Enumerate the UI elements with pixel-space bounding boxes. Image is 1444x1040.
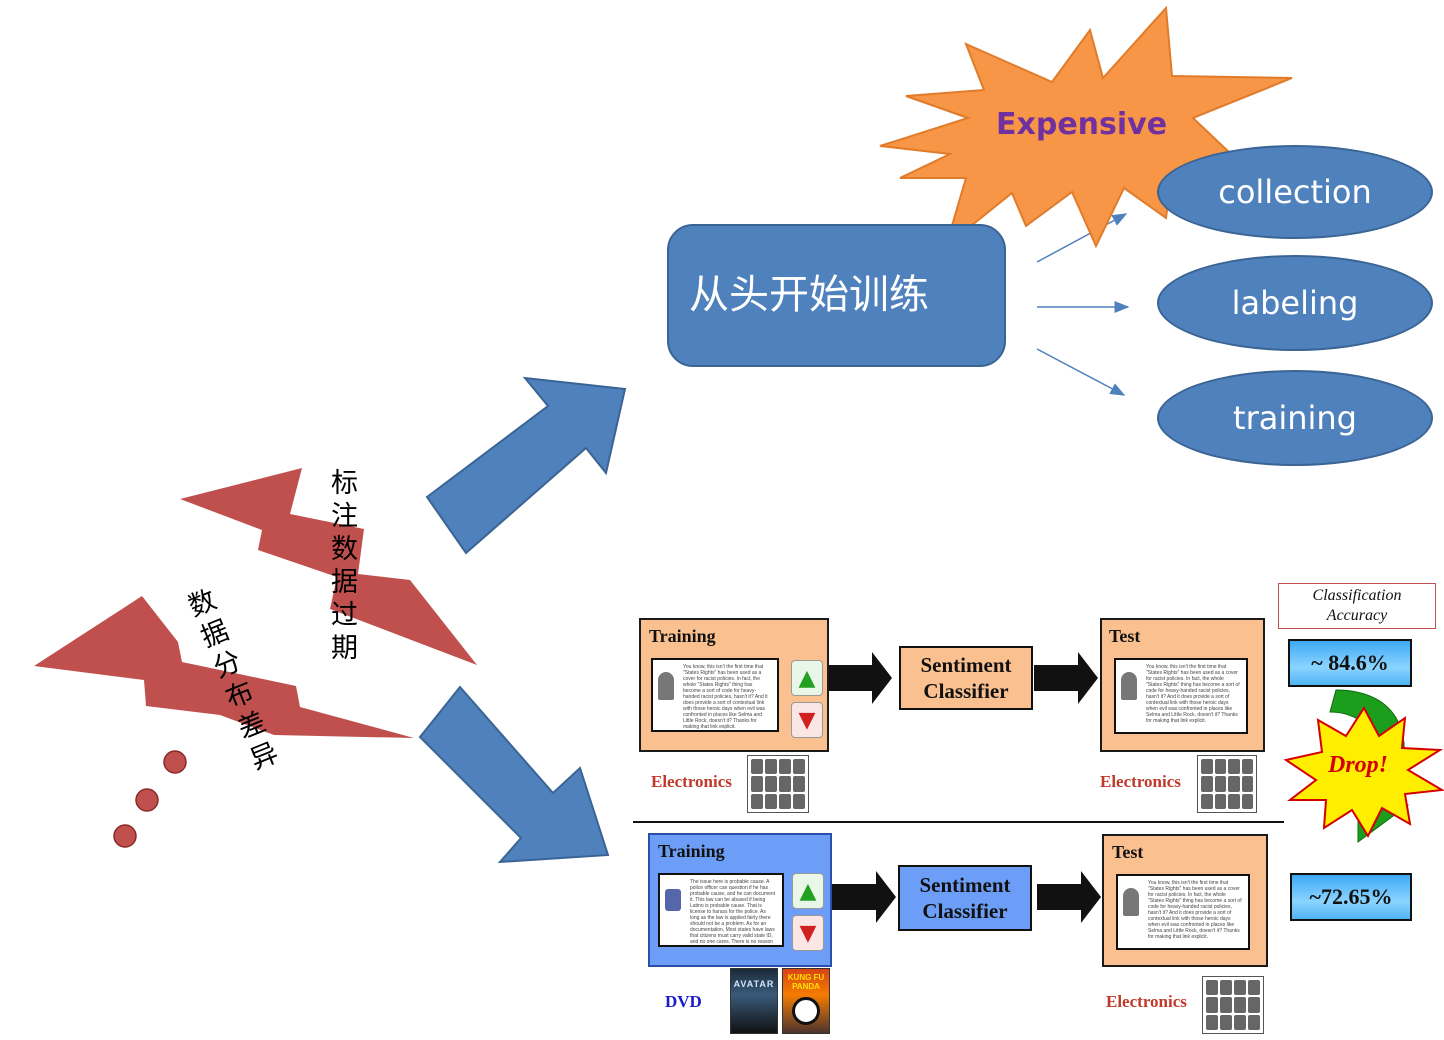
electronics-products-image [1202, 976, 1264, 1034]
thumbs-up-icon: ▲ [791, 660, 823, 696]
row1-test-panel: Test You know, this isn't the first time… [1100, 618, 1265, 752]
row1-test-title: Test [1109, 626, 1141, 646]
flow-arrow [1037, 871, 1101, 923]
link-arrow-training [1036, 348, 1126, 396]
ellipsis-dot [163, 750, 187, 774]
row1-accuracy: ~ 84.6% [1288, 639, 1412, 687]
ellipse-labeling: labeling [1157, 255, 1433, 351]
row2-training-title: Training [658, 841, 725, 861]
big-arrow-down [418, 685, 610, 864]
ellipse-training: training [1157, 370, 1433, 466]
big-arrow-up [425, 376, 627, 555]
row2-accuracy-value: ~72.65% [1309, 884, 1393, 909]
link-arrow-collection [1036, 213, 1128, 263]
flow-arrow [1034, 652, 1098, 704]
ellipsis-dot [113, 824, 137, 848]
row1-sentiment-classifier: Sentiment Classifier [899, 646, 1033, 710]
accuracy-header: Classification Accuracy [1278, 583, 1436, 629]
row1-test-review: You know, this isn't the first time that… [1114, 658, 1248, 734]
row2-test-domain: Electronics [1106, 992, 1187, 1011]
row2-test-title: Test [1112, 842, 1144, 862]
flow-arrow [828, 652, 892, 704]
train-from-scratch-label: 从头开始训练 [689, 271, 929, 318]
ellipse-training-label: training [1233, 399, 1357, 437]
electronics-products-image [747, 755, 809, 813]
accuracy-header-label: Classification Accuracy [1312, 587, 1402, 624]
row1-training-title: Training [649, 626, 716, 646]
thumbs-down-icon: ▼ [791, 702, 823, 738]
row2-test-panel: Test You know, this isn't the first time… [1102, 834, 1268, 967]
ellipse-collection: collection [1157, 145, 1433, 239]
row1-test-domain: Electronics [1100, 772, 1181, 791]
row2-train-domain: DVD [665, 992, 702, 1011]
row2-accuracy: ~72.65% [1290, 873, 1412, 921]
row2-training-review: The issue here is probable cause. A poli… [658, 873, 784, 947]
row1-training-review: You know, this isn't the first time that… [651, 658, 779, 732]
cause-bolt-1 [180, 468, 477, 665]
expensive-label: Expensive [996, 107, 1168, 142]
electronics-products-image [1197, 755, 1257, 813]
expensive-burst [879, 5, 1293, 249]
row2-classifier-label: Sentiment Classifier [919, 873, 1011, 923]
ellipse-collection-label: collection [1218, 173, 1372, 211]
row1-train-domain: Electronics [651, 772, 732, 791]
row2-training-panel: Training The issue here is probable caus… [648, 833, 832, 967]
row1-training-panel: Training You know, this isn't the first … [639, 618, 829, 752]
cause-label-outdated: 标注数据过期 [326, 468, 357, 666]
drop-star [1283, 706, 1444, 839]
row2-test-review: You know, this isn't the first time that… [1116, 874, 1250, 950]
drop-label: Drop! [1328, 752, 1389, 778]
row1-accuracy-value: ~ 84.6% [1311, 650, 1389, 675]
ellipse-labeling-label: labeling [1231, 284, 1359, 322]
avatar-dvd-cover: AVATAR [730, 968, 778, 1034]
cause-bolt-2 [34, 596, 414, 738]
thumbs-up-icon: ▲ [792, 873, 824, 909]
row1-classifier-label: Sentiment Classifier [920, 653, 1012, 703]
thumbs-down-icon: ▼ [792, 915, 824, 951]
row2-sentiment-classifier: Sentiment Classifier [898, 865, 1032, 931]
ellipsis-dot [135, 788, 159, 812]
train-from-scratch-box: 从头开始训练 [667, 224, 1006, 367]
flow-arrow [832, 871, 896, 923]
